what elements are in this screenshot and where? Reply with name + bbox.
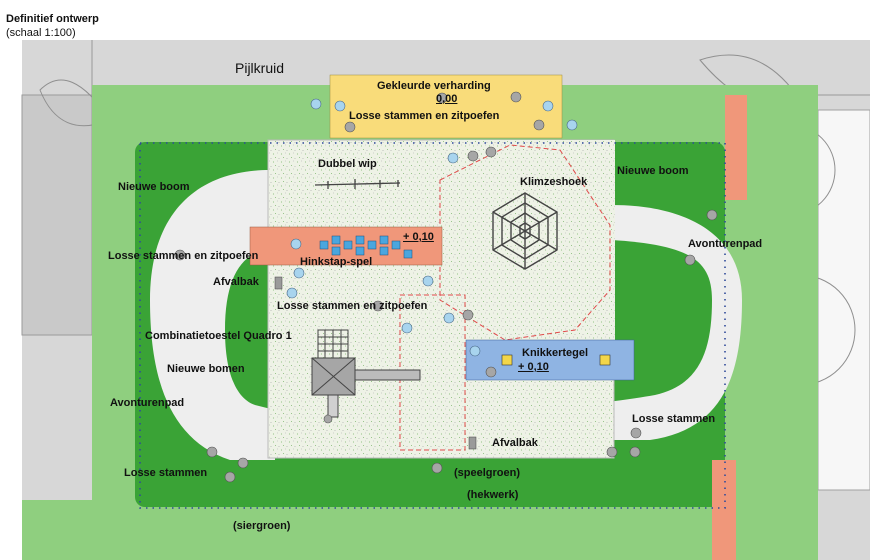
label-gekleurde-verharding: Gekleurde verharding [377, 80, 491, 92]
label-losse-bottom: Losse stammen [124, 467, 208, 479]
marble-tile-1 [501, 354, 513, 366]
afvalbak-1-icon [274, 276, 283, 290]
label-dubbel-wip: Dubbel wip [318, 158, 377, 170]
street-name: Pijlkruid [235, 60, 285, 76]
play-area-right-strip [440, 140, 615, 340]
trunks-blue [286, 98, 578, 357]
label-avonturenpad-left: Avonturenpad [110, 397, 185, 409]
klimzeshoek-safety-zone [439, 144, 611, 341]
label-avonturenpad-right: Avonturenpad [688, 238, 763, 250]
neighbour-building-right [817, 109, 870, 491]
label-losse-left: Losse stammen en zitpoefen [108, 250, 259, 262]
label-losse-mid: Losse stammen en zitpoefen [277, 300, 428, 312]
trunks-grey [174, 91, 718, 483]
avonturenpad-left-loop [150, 170, 275, 460]
label-afvalbak-2: Afvalbak [492, 437, 538, 449]
afvalbak-2-icon [468, 436, 477, 450]
label-losse-top: Losse stammen en zitpoefen [349, 110, 500, 122]
orange-path-top [725, 95, 747, 200]
label-afvalbak-1: Afvalbak [213, 276, 259, 288]
label-losse-right: Losse stammen [632, 413, 716, 425]
siergroen-bottom-left [22, 500, 542, 560]
label-height-010-a: + 0,10 [403, 231, 434, 243]
label-siergroen: (siergroen) [233, 520, 291, 532]
hinkstap-tiles [319, 235, 413, 259]
orange-path-bottom [712, 460, 736, 560]
neighbour-building-left [21, 94, 93, 336]
klimzeshoek [492, 192, 558, 270]
dubbel-wip [314, 179, 401, 189]
label-nieuwe-bomen: Nieuwe bomen [167, 363, 245, 375]
marble-tile-2 [599, 354, 611, 366]
label-nieuwe-boom-left: Nieuwe boom [118, 181, 190, 193]
label-hekwerk: (hekwerk) [467, 489, 519, 501]
label-klimzeshoek: Klimzeshoek [520, 176, 588, 188]
combinatietoestel-quadro [311, 329, 421, 418]
label-combinatietoestel: Combinatietoestel Quadro 1 [145, 330, 292, 342]
label-speelgroen: (speelgroen) [454, 467, 521, 479]
label-height-0: 0,00 [436, 93, 458, 105]
label-nieuwe-boom-right: Nieuwe boom [617, 165, 689, 177]
gekleurde-verharding [329, 74, 563, 139]
label-hinkstap-spel: Hinkstap-spel [300, 256, 373, 268]
label-height-010-b: + 0,10 [518, 361, 549, 373]
hekwerk [139, 142, 726, 509]
drawing-scale: (schaal 1:100) [6, 27, 76, 39]
drawing-title: Definitief ontwerp [6, 13, 99, 25]
label-knikkertegel: Knikkertegel [522, 347, 589, 359]
